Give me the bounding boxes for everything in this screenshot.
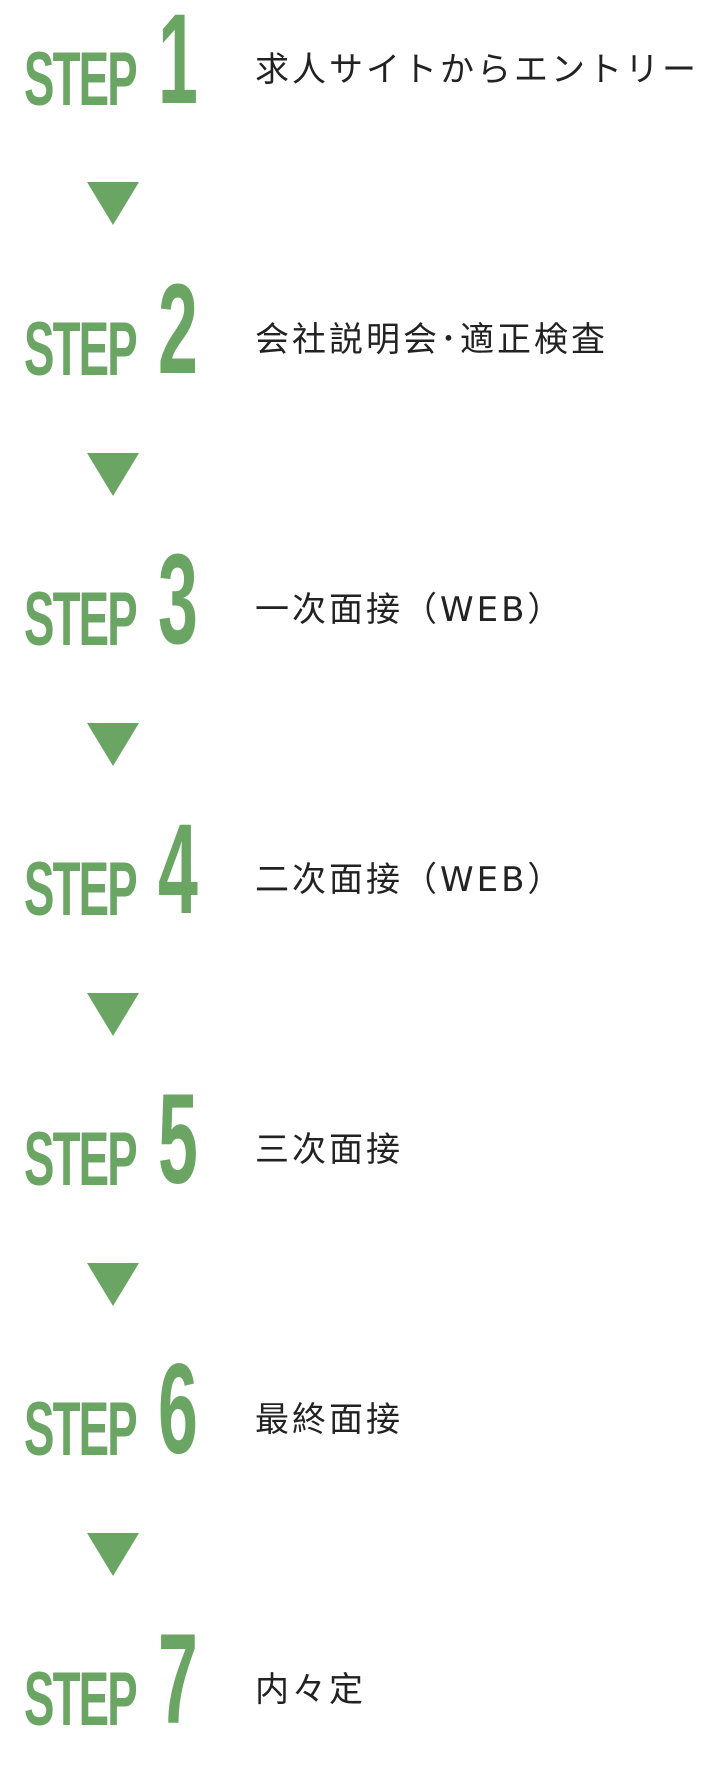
step-7: STEP 7 内々定 [0,1616,726,1748]
step-label: 求人サイトからエントリー [255,50,699,90]
down-triangle-icon [87,1533,139,1576]
step-word: STEP [24,847,138,932]
step-1: STEP 1 求人サイトからエントリー [0,0,726,128]
step-number: 4 [158,798,198,941]
step-word: STEP [24,1657,138,1742]
down-triangle-icon [87,453,139,496]
step-label: 一次面接（WEB） [255,590,565,630]
down-triangle-icon [87,182,139,225]
down-triangle-icon [87,993,139,1036]
step-number: 7 [158,1608,198,1751]
down-triangle-icon [87,1263,139,1306]
step-label: 三次面接 [255,1130,403,1170]
step-label: 内々定 [255,1670,366,1710]
step-label: 会社説明会･適正検査 [255,320,608,360]
step-word: STEP [24,37,138,122]
step-6: STEP 6 最終面接 [0,1346,726,1478]
step-label: 二次面接（WEB） [255,860,565,900]
step-word: STEP [24,1117,138,1202]
down-triangle-icon [87,723,139,766]
step-word: STEP [24,577,138,662]
step-2: STEP 2 会社説明会･適正検査 [0,266,726,398]
step-word: STEP [24,1387,138,1472]
step-5: STEP 5 三次面接 [0,1076,726,1208]
step-number: 1 [158,0,198,131]
step-number: 5 [158,1068,198,1211]
step-number: 2 [158,258,198,401]
step-4: STEP 4 二次面接（WEB） [0,806,726,938]
step-number: 6 [158,1338,198,1481]
step-label: 最終面接 [255,1400,403,1440]
step-word: STEP [24,307,138,392]
step-number: 3 [158,528,198,671]
step-3: STEP 3 一次面接（WEB） [0,536,726,668]
